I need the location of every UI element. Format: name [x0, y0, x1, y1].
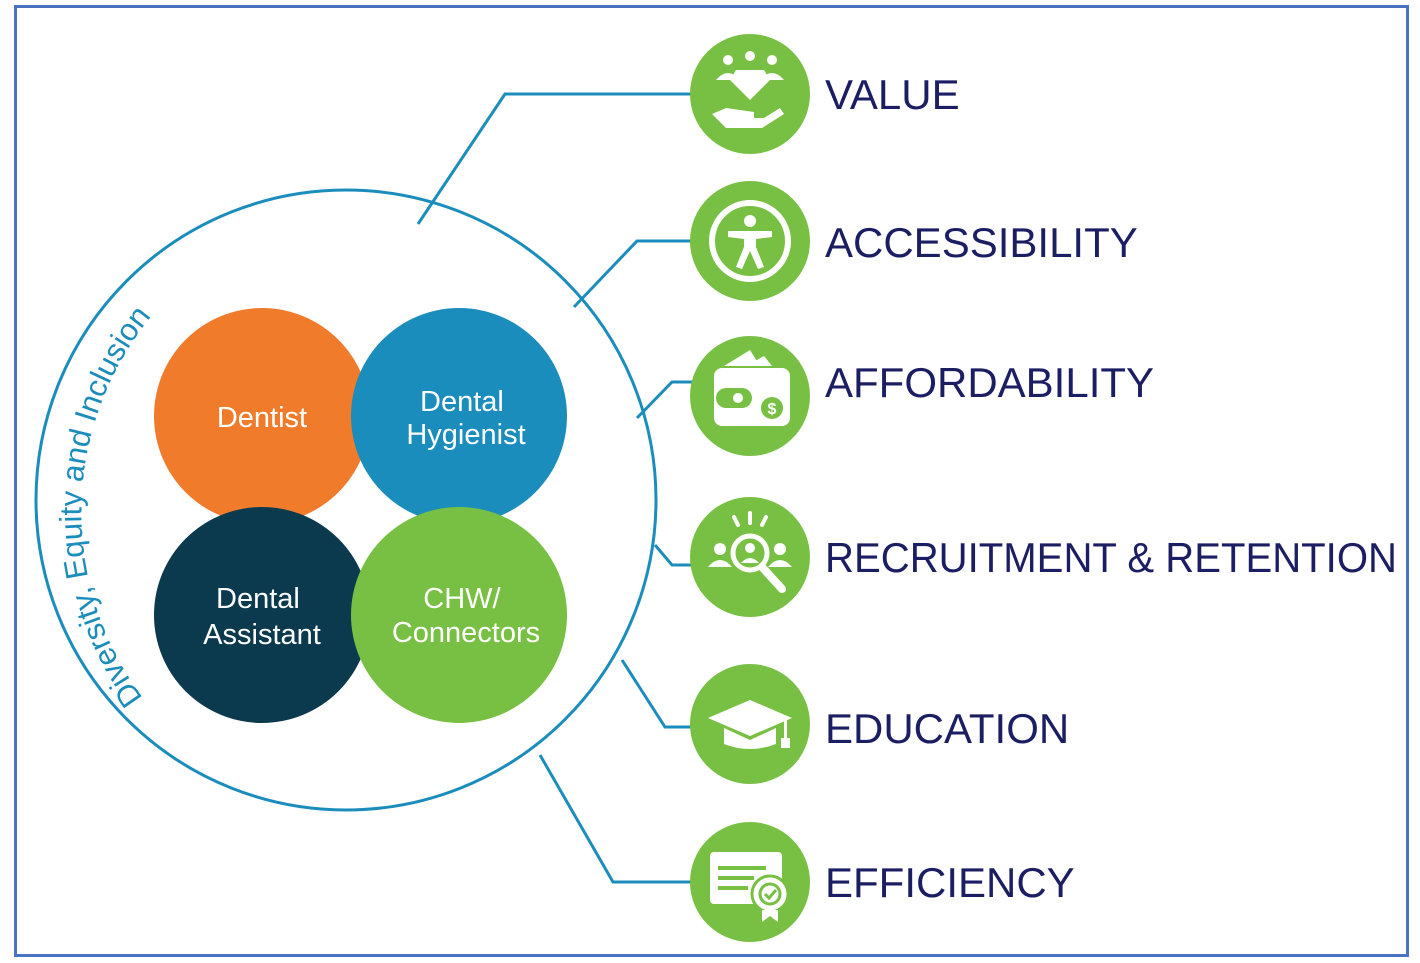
connector-value: [416, 92, 692, 225]
dentist-circle: [154, 308, 370, 524]
dental-hygienist-label: Dental Hygienist: [406, 386, 525, 451]
role-labels: Dentist Dental Hygienist Dental Assistan…: [203, 386, 540, 651]
svg-text:$: $: [768, 401, 777, 418]
graduation-cap-icon: [690, 664, 810, 784]
connector-lines: [416, 92, 692, 884]
dentist-label: Dentist: [217, 402, 307, 434]
pillar-label-accessibility: ACCESSIBILITY: [825, 219, 1138, 266]
accessibility-person-icon: [690, 181, 810, 301]
connector-recruitment: [653, 544, 692, 567]
dental-assistant-label: Dental Assistant: [203, 583, 321, 651]
value-gem-hand-icon: [690, 34, 810, 154]
certificate-badge-icon: [690, 822, 810, 942]
connector-education: [620, 659, 692, 729]
recruitment-magnifier-icon: [690, 497, 810, 617]
connector-efficiency: [538, 754, 692, 884]
dental-assistant-circle: [154, 507, 370, 723]
pillar-icons: $: [690, 34, 810, 942]
arc-text-mask: [64, 280, 185, 735]
pillar-label-value: VALUE: [825, 71, 960, 118]
connector-affordability: [635, 380, 692, 420]
diagram-frame: [14, 5, 1409, 957]
connector-accessibility: [572, 239, 692, 309]
outer-dei-circle: [34, 188, 658, 812]
chw-connectors-circle: [351, 507, 567, 723]
chw-connectors-label: CHW/ Connectors: [392, 583, 540, 649]
dental-hygienist-circle: [351, 308, 567, 524]
pillar-label-affordability: AFFORDABILITY: [825, 359, 1154, 406]
pillar-label-education: EDUCATION: [825, 705, 1069, 752]
pillar-label-efficiency: EFFICIENCY: [825, 859, 1075, 906]
wallet-money-icon: $: [690, 336, 810, 456]
pillar-label-recruitment-retention: RECRUITMENT & RETENTION: [825, 534, 1397, 581]
role-circles: [154, 308, 567, 723]
pillar-labels: VALUE ACCESSIBILITY AFFORDABILITY RECRUI…: [825, 71, 1397, 906]
